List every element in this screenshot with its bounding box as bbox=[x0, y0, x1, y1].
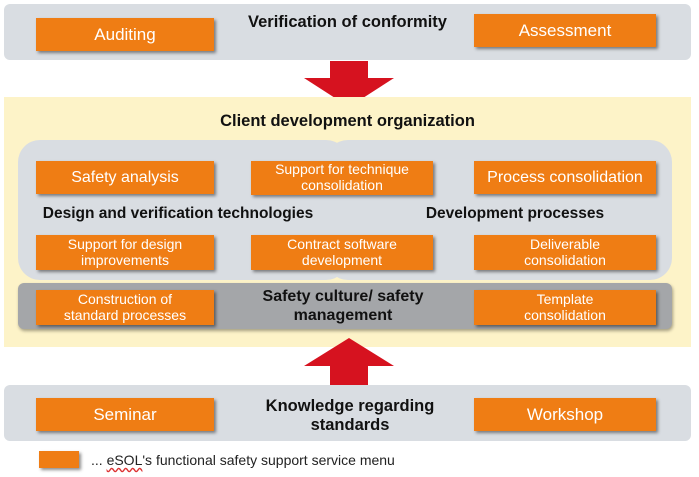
safety-culture-title: Safety culture/ safety management bbox=[262, 288, 424, 324]
verification-title: Verification of conformity bbox=[248, 13, 447, 31]
legend-text: ... eSOL's functional safety support ser… bbox=[91, 452, 395, 468]
support-technique-box: Support for technique consolidation bbox=[251, 161, 433, 195]
knowledge-title: Knowledge regarding standards bbox=[265, 397, 435, 435]
legend-swatch bbox=[39, 451, 79, 468]
auditing-box: Auditing bbox=[36, 18, 214, 51]
legend-brand: eSOL bbox=[106, 452, 143, 468]
client-title: Client development organization bbox=[220, 112, 475, 130]
process-consolidation-box: Process consolidation bbox=[474, 161, 656, 194]
safety-analysis-box: Safety analysis bbox=[36, 161, 214, 194]
design-title: Design and verification technologies bbox=[42, 205, 314, 222]
support-design-box: Support for design improvements bbox=[36, 235, 214, 270]
seminar-box: Seminar bbox=[36, 398, 214, 431]
template-box: Template consolidation bbox=[474, 290, 656, 325]
contract-software-box: Contract software development bbox=[251, 235, 433, 270]
assessment-box: Assessment bbox=[474, 14, 656, 47]
down-arrow-shape bbox=[304, 61, 394, 107]
deliverable-box: Deliverable consolidation bbox=[474, 235, 656, 270]
up-arrow-shape bbox=[304, 338, 394, 386]
construction-box: Construction of standard processes bbox=[36, 290, 214, 325]
up-arrow-icon bbox=[304, 338, 394, 386]
assessment-label: Assessment bbox=[518, 20, 612, 40]
auditing-label: Auditing bbox=[94, 24, 156, 44]
down-arrow-icon bbox=[304, 61, 394, 107]
workshop-box: Workshop bbox=[474, 398, 656, 431]
development-title: Development processes bbox=[425, 205, 605, 222]
